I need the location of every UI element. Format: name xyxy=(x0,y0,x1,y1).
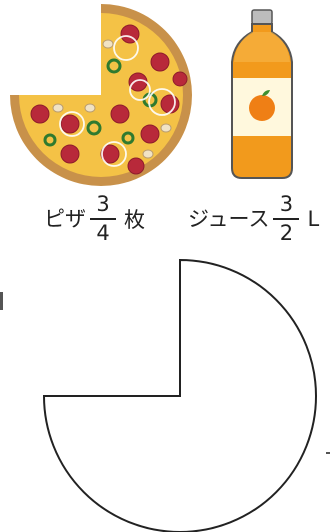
three-quarter-circle-outline xyxy=(44,260,316,532)
